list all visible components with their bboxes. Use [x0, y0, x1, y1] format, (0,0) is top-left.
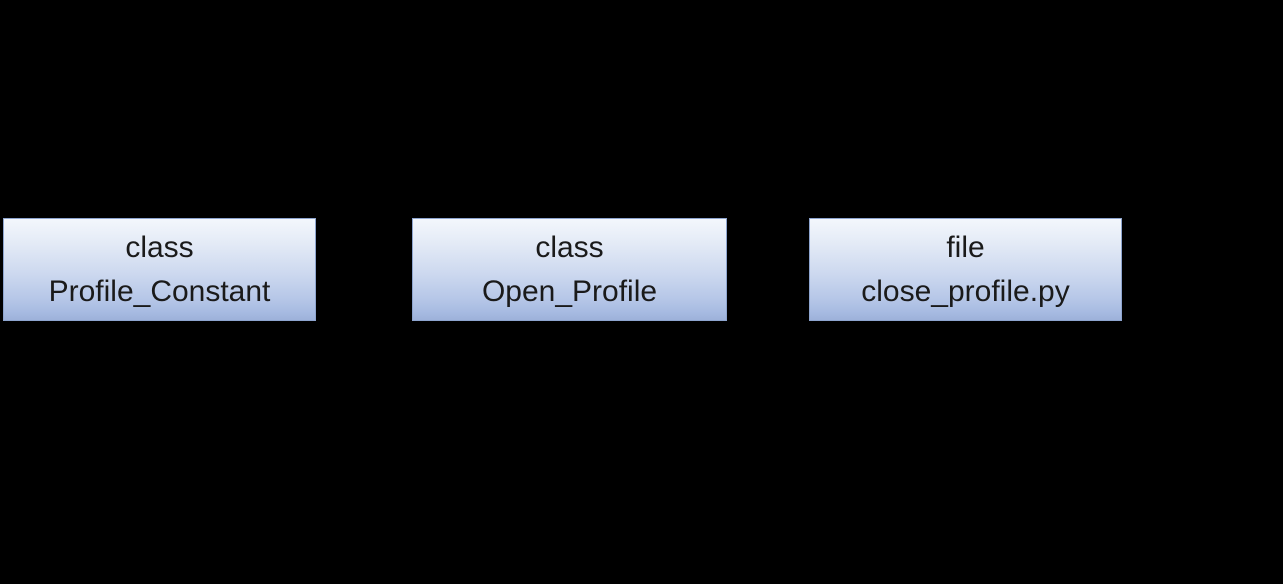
node-name-label: Profile_Constant	[48, 274, 271, 308]
diagram-box-profile-constant: class Profile_Constant	[3, 218, 316, 321]
node-name-label: close_profile.py	[861, 274, 1070, 308]
diagram-box-open-profile: class Open_Profile	[412, 218, 727, 321]
node-type-label: file	[946, 230, 985, 264]
diagram-box-close-profile-py: file close_profile.py	[809, 218, 1122, 321]
node-name-label: Open_Profile	[481, 274, 658, 308]
node-type-label: class	[535, 230, 604, 264]
node-type-label: class	[125, 230, 194, 264]
